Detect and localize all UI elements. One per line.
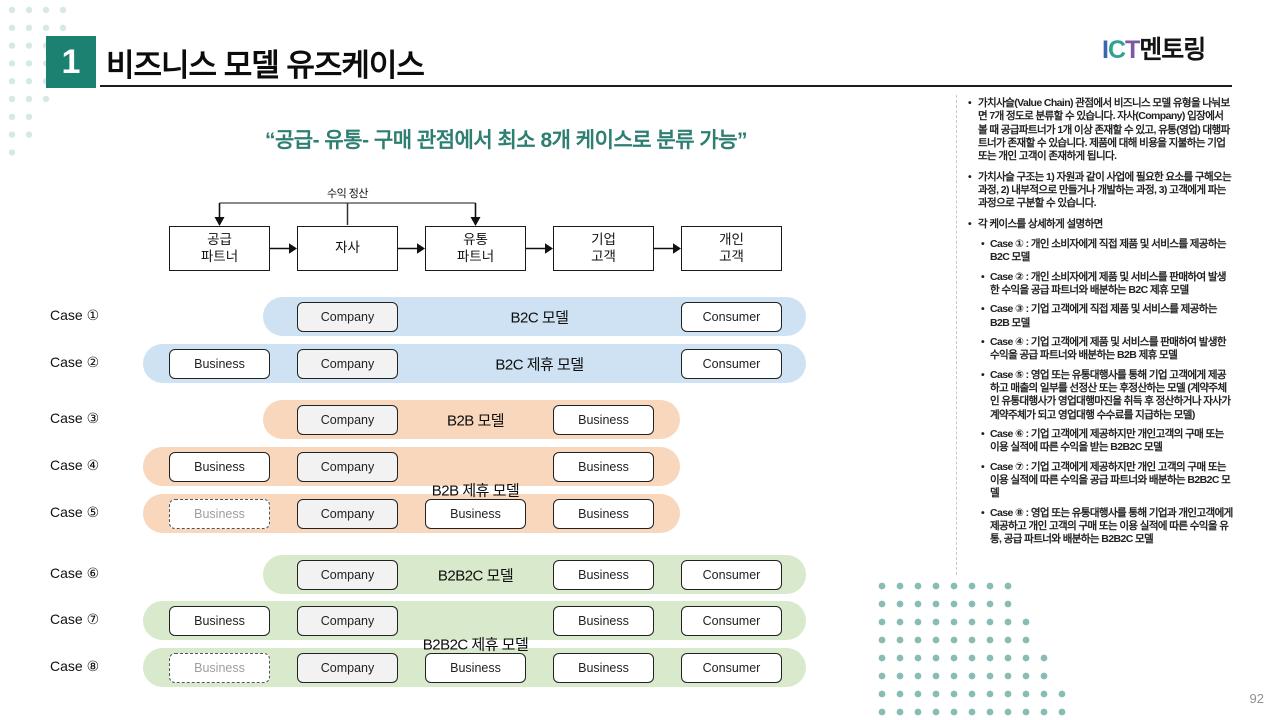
bullet-text: Case ③ : 기업 고객에게 직접 제품 및 서비스를 제공하는 B2B 모… xyxy=(990,303,1217,329)
sidebar-bullet: • 가치사슬(Value Chain) 관점에서 비즈니스 모델 유형을 나눠보면… xyxy=(968,97,1234,164)
model-label: B2B2C 제휴 모델 xyxy=(422,636,529,654)
case-cell-consumer: Consumer xyxy=(681,301,782,332)
bullet-icon: • xyxy=(968,170,972,183)
page-title: 비즈니스 모델 유즈케이스 xyxy=(106,48,425,83)
revenue-settlement-label: 수익 정산 xyxy=(326,188,369,200)
bullet-icon: • xyxy=(981,270,985,283)
bullet-text: 각 케이스를 상세하게 설명하면 xyxy=(978,217,1103,230)
bullet-text: Case ⑧ : 영업 또는 유통대행사를 통해 기업과 개인고객에게 제공하고… xyxy=(990,506,1233,546)
bullet-text: Case ⑦ : 기업 고객에게 제공하지만 개인 고객의 구매 또는 이용 실… xyxy=(990,460,1231,500)
bullet-text: Case ④ : 기업 고객에게 제품 및 서비스를 판매하여 발생한 수익을 … xyxy=(990,335,1227,362)
case-cell-company: Company xyxy=(297,605,398,636)
case-cell-business: Business xyxy=(169,652,270,683)
case-cell-company: Company xyxy=(297,559,398,590)
bullet-icon: • xyxy=(981,335,985,348)
case-cell-consumer: Consumer xyxy=(681,605,782,636)
sidebar-case-bullet: • Case ① : 개인 소비자에게 직접 제품 및 서비스를 제공하는 B2C… xyxy=(981,238,1234,265)
model-label: B2C 제휴 모델 xyxy=(495,356,584,373)
case-number-label: Case ⑧ xyxy=(50,658,100,674)
case-number-label: Case ① xyxy=(50,307,100,323)
case-cell-business: Business xyxy=(169,348,270,379)
sidebar-case-bullet: • Case ⑤ : 영업 또는 유통대행사를 통해 기업 고객에게 제공하고 매… xyxy=(981,369,1234,422)
bullet-text: Case ⑤ : 영업 또는 유통대행사를 통해 기업 고객에게 제공하고 매출… xyxy=(990,368,1231,421)
sidebar-divider xyxy=(956,95,957,575)
model-label: B2B2C 모델 xyxy=(437,567,514,584)
model-label: B2B 제휴 모델 xyxy=(431,482,520,500)
case-number-label: Case ③ xyxy=(50,410,100,426)
model-label: B2B 모델 xyxy=(446,412,505,429)
header-divider xyxy=(100,85,1232,87)
bullet-icon: • xyxy=(981,460,985,473)
flow-connectors xyxy=(214,202,681,254)
page-number: 92 xyxy=(1249,691,1264,706)
sidebar-case-bullet: • Case ⑧ : 영업 또는 유통대행사를 통해 기업과 개인고객에게 제공하… xyxy=(981,507,1234,547)
case-cell-business: Business xyxy=(425,652,526,683)
sidebar-case-bullet: • Case ④ : 기업 고객에게 제품 및 서비스를 판매하여 발생한 수익을… xyxy=(981,336,1234,363)
logo-letter-c: C xyxy=(1107,36,1126,64)
case-cell-business: Business xyxy=(553,652,654,683)
bullet-icon: • xyxy=(981,427,985,440)
case-number-label: Case ④ xyxy=(50,457,100,473)
case-cell-consumer: Consumer xyxy=(681,559,782,590)
case-cell-business: Business xyxy=(169,451,270,482)
case-number-label: Case ⑤ xyxy=(50,504,100,520)
case-number-label: Case ⑦ xyxy=(50,611,100,627)
case-cell-consumer: Consumer xyxy=(681,348,782,379)
case-cell-company: Company xyxy=(297,348,398,379)
case-cell-company: Company xyxy=(297,498,398,529)
sidebar-case-bullet: • Case ⑥ : 기업 고객에게 제공하지만 개인고객의 구매 또는 이용 실… xyxy=(981,428,1234,455)
key-message: “공급- 유통- 구매 관점에서 최소 8개 케이스로 분류 가능” xyxy=(264,129,748,152)
sidebar-case-bullet: • Case ② : 개인 소비자에게 제품 및 서비스를 판매하여 발생한 수익… xyxy=(981,271,1234,298)
logo-letter-t: T xyxy=(1125,36,1140,64)
bullet-icon: • xyxy=(981,506,985,519)
bullet-text: 가치사슬 구조는 1) 자원과 같이 사업에 필요한 요소를 구해오는 과정, … xyxy=(978,170,1232,210)
logo-text-mentoring: 멘토링 xyxy=(1139,36,1206,64)
sidebar-case-bullet: • Case ⑦ : 기업 고객에게 제공하지만 개인 고객의 구매 또는 이용 … xyxy=(981,461,1234,501)
flow-node-2: 자사 xyxy=(297,226,398,271)
sidebar-bullet: • 가치사슬 구조는 1) 자원과 같이 사업에 필요한 요소를 구해오는 과정,… xyxy=(968,171,1234,211)
model-label: B2C 모델 xyxy=(510,309,569,326)
case-cell-company: Company xyxy=(297,451,398,482)
case-cell-company: Company xyxy=(297,404,398,435)
ict-mentoring-logo: ICT멘토링 xyxy=(1102,30,1206,66)
case-cell-business: Business xyxy=(169,498,270,529)
bullet-icon: • xyxy=(968,217,972,230)
bullet-text: Case ① : 개인 소비자에게 직접 제품 및 서비스를 제공하는 B2C … xyxy=(990,237,1227,264)
case-number-label: Case ⑥ xyxy=(50,565,100,581)
logo-letter-i: I xyxy=(1102,36,1109,64)
decor-dots-bottom-right xyxy=(878,582,1066,716)
bullet-icon: • xyxy=(981,237,985,250)
notes-sidebar: • 가치사슬(Value Chain) 관점에서 비즈니스 모델 유형을 나눠보면… xyxy=(968,97,1234,553)
bullet-icon: • xyxy=(968,97,972,109)
case-cell-business: Business xyxy=(425,498,526,529)
bullet-text: Case ② : 개인 소비자에게 제품 및 서비스를 판매하여 발생한 수익을… xyxy=(990,270,1227,296)
section-number-badge: 1 xyxy=(46,36,96,88)
case-cell-business: Business xyxy=(553,605,654,636)
bullet-text: Case ⑥ : 기업 고객에게 제공하지만 개인고객의 구매 또는 이용 실적… xyxy=(990,427,1224,454)
bullet-text: 가치사슬(Value Chain) 관점에서 비즈니스 모델 유형을 나눠보면 … xyxy=(978,97,1230,163)
case-cell-business: Business xyxy=(553,498,654,529)
sidebar-bullet: • 각 케이스를 상세하게 설명하면 xyxy=(968,218,1234,231)
case-cell-consumer: Consumer xyxy=(681,652,782,683)
case-cell-company: Company xyxy=(297,652,398,683)
bullet-icon: • xyxy=(981,303,985,316)
case-cell-business: Business xyxy=(169,605,270,636)
case-cell-business: Business xyxy=(553,559,654,590)
case-cell-business: Business xyxy=(553,404,654,435)
case-cell-company: Company xyxy=(297,301,398,332)
sidebar-case-bullet: • Case ③ : 기업 고객에게 직접 제품 및 서비스를 제공하는 B2B … xyxy=(981,303,1234,330)
decor-dots-top-left xyxy=(8,6,67,156)
case-number-label: Case ② xyxy=(50,354,100,370)
case-cell-business: Business xyxy=(553,451,654,482)
bullet-icon: • xyxy=(981,368,985,381)
